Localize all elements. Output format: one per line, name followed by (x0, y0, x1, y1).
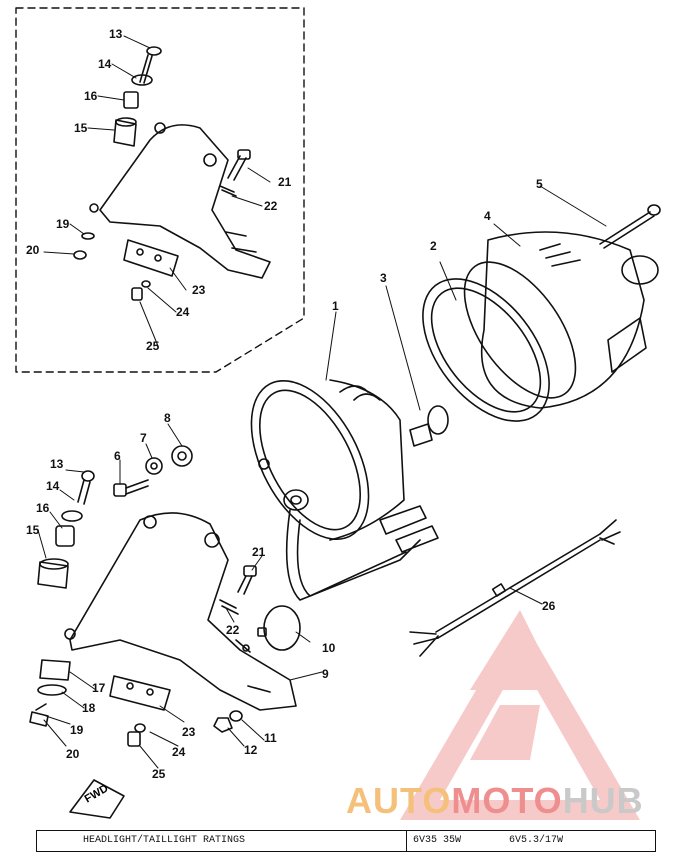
callout-20: 20 (66, 747, 80, 761)
callout-14-inset: 14 (98, 57, 112, 71)
callout-16-inset: 16 (84, 89, 98, 103)
callout-19: 19 (70, 723, 84, 737)
inset-bracket-assembly (43, 35, 271, 347)
taillight-rating: 6V5.3/17W (509, 835, 564, 846)
headlight-rim-2 (422, 278, 550, 422)
ratings-table: HEADLIGHT/TAILLIGHT RATINGS 6V35 35W 6V5… (36, 830, 656, 852)
lower-bracket-assembly (29, 185, 607, 819)
callout-25-inset: 25 (146, 339, 160, 353)
callout-5: 5 (536, 177, 543, 191)
callout-11: 11 (264, 731, 277, 745)
watermark-part-auto: AUTO (346, 780, 452, 821)
headlight-unit-1 (250, 379, 405, 541)
headlight-wires (285, 505, 439, 601)
callout-4: 4 (484, 209, 491, 223)
callout-15: 15 (26, 523, 40, 537)
callout-12: 12 (244, 743, 258, 757)
callout-21-inset: 21 (278, 175, 292, 189)
callout-9: 9 (322, 667, 329, 681)
watermark-text: AUTOMOTOHUB (346, 780, 644, 822)
callout-22-inset: 22 (264, 199, 278, 213)
mounting-bolt-5 (599, 204, 661, 249)
wire-harness-26 (409, 519, 621, 657)
watermark-part-hub: HUB (562, 780, 644, 821)
callout-13-inset: 13 (109, 27, 123, 41)
callout-24-inset: 24 (176, 305, 190, 319)
watermark-part-moto: MOTO (451, 780, 563, 821)
watermark-logo (400, 610, 640, 820)
headlight-rating: 6V35 35W (413, 835, 462, 846)
callout-20-inset: 20 (26, 243, 40, 257)
callout-18: 18 (82, 701, 96, 715)
callout-13: 13 (50, 457, 64, 471)
callout-10: 10 (322, 641, 336, 655)
callout-6: 6 (114, 449, 121, 463)
callout-3: 3 (380, 271, 387, 285)
callout-15-inset: 15 (74, 121, 88, 135)
callout-2: 2 (430, 239, 437, 253)
callout-23-inset: 23 (192, 283, 206, 297)
headlight-bulb-3 (409, 405, 449, 447)
inset-dashed-frame (15, 7, 305, 373)
callout-25: 25 (152, 767, 166, 781)
callout-8: 8 (164, 411, 171, 425)
ratings-label: HEADLIGHT/TAILLIGHT RATINGS (37, 831, 407, 851)
callout-21: 21 (252, 545, 266, 559)
headlight-shell-4 (463, 231, 659, 409)
callout-17: 17 (92, 681, 106, 695)
callout-16: 16 (36, 501, 50, 515)
callout-23: 23 (182, 725, 196, 739)
callout-7: 7 (140, 431, 147, 445)
callout-19-inset: 19 (56, 217, 70, 231)
callout-1: 1 (332, 299, 339, 313)
callout-22: 22 (226, 623, 240, 637)
callout-14: 14 (46, 479, 60, 493)
callout-26: 26 (542, 599, 556, 613)
callout-24: 24 (172, 745, 186, 759)
